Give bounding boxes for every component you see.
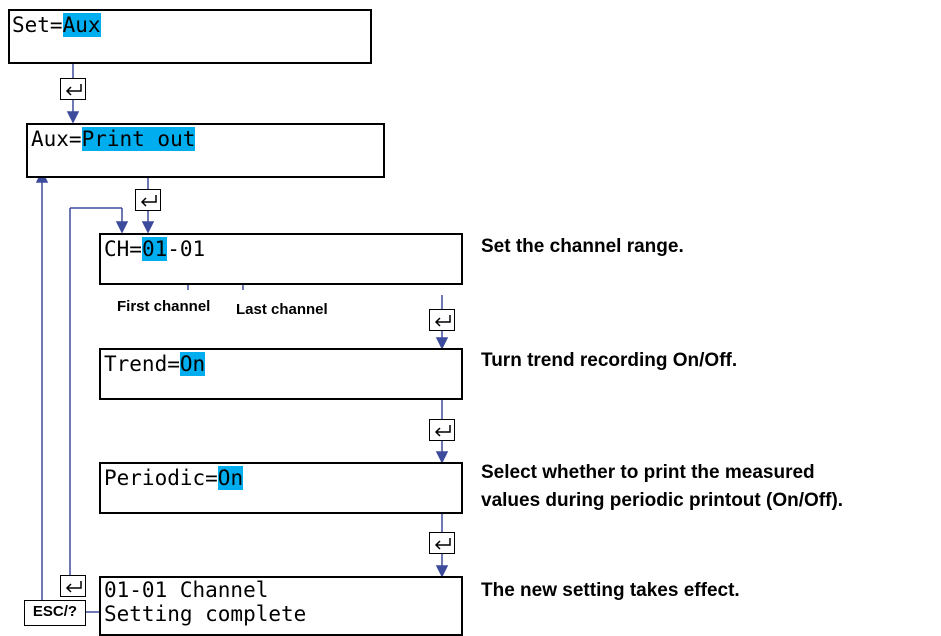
periodic-description-line2: values during periodic printout (On/Off)… — [481, 490, 844, 511]
aux-value: Print out — [81, 127, 196, 151]
periodic-value: On — [217, 466, 244, 490]
enter-key-icon — [60, 78, 86, 100]
set-value: Aux — [62, 13, 101, 37]
aux-label: Aux= — [31, 127, 82, 151]
enter-key-icon — [60, 575, 86, 597]
trend-screen-text: Trend=On — [104, 352, 206, 376]
periodic-description-line1: Select whether to print the measured — [481, 462, 815, 483]
periodic-screen-text: Periodic=On — [104, 466, 244, 490]
ch-last: 01 — [179, 237, 206, 261]
aux-screen-text: Aux=Print out — [31, 127, 196, 151]
ch-description: Set the channel range. — [481, 236, 684, 257]
ch-separator: - — [167, 237, 180, 261]
trend-value: On — [179, 352, 206, 376]
trend-screen — [99, 348, 463, 400]
last-channel-label: Last channel — [236, 301, 328, 318]
set-screen-text: Set=Aux — [12, 13, 101, 37]
complete-description: The new setting takes effect. — [481, 580, 740, 601]
ch-screen-text: CH=01-01 — [104, 237, 205, 261]
periodic-screen — [99, 462, 463, 514]
ch-first: 01 — [141, 237, 168, 261]
enter-key-icon — [135, 189, 161, 211]
set-label: Set= — [12, 13, 63, 37]
complete-line1: 01-01 Channel — [104, 578, 269, 602]
trend-label: Trend= — [104, 352, 180, 376]
trend-description: Turn trend recording On/Off. — [481, 350, 738, 371]
complete-line2: Setting complete — [104, 602, 307, 626]
ch-label: CH= — [104, 237, 142, 261]
esc-key: ESC/? — [24, 600, 86, 626]
periodic-label: Periodic= — [104, 466, 218, 490]
enter-key-icon — [429, 532, 455, 554]
enter-key-icon — [429, 419, 455, 441]
first-channel-label: First channel — [117, 298, 211, 315]
enter-key-icon — [429, 309, 455, 331]
